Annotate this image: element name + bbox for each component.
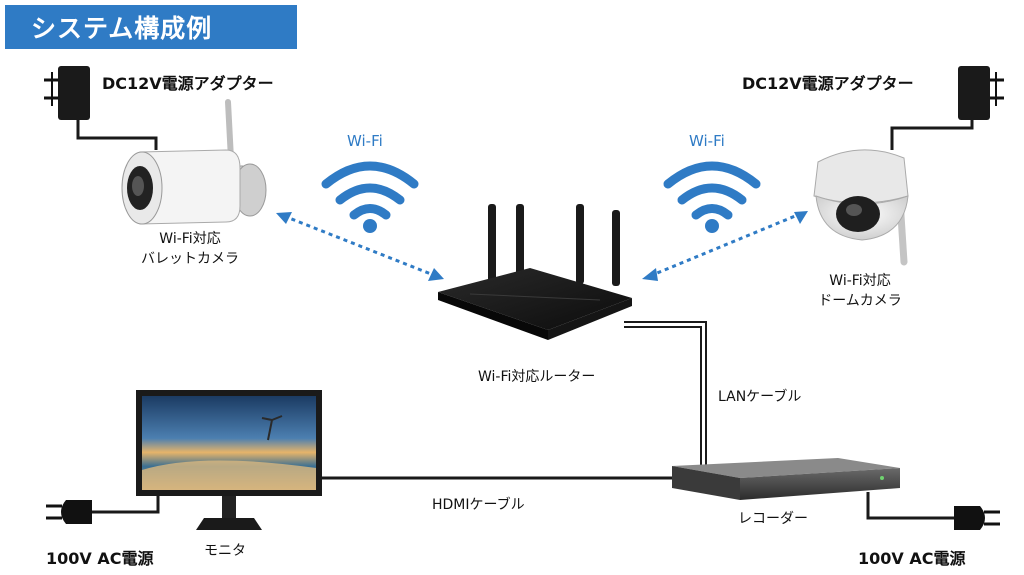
- wifi-icon: [321, 161, 419, 220]
- router-image: [438, 204, 632, 340]
- bullet-camera-label-line2: バレットカメラ: [141, 251, 239, 267]
- right-power-adapter: [958, 66, 1004, 120]
- lan-cable: [624, 321, 707, 468]
- ac-power-label-right: 100V AC電源: [858, 549, 966, 568]
- monitor-image: [136, 390, 322, 530]
- monitor-label: モニタ: [204, 543, 246, 559]
- dome-camera-label: Wi-Fi対応 ドームカメラ: [800, 270, 920, 310]
- ac-power-label-left: 100V AC電源: [46, 549, 154, 568]
- router-label: Wi-Fi対応ルーター: [478, 369, 596, 385]
- dc-adapter-label-left: DC12V電源アダプター: [102, 74, 274, 93]
- left-dc-cable: [76, 110, 158, 150]
- dome-camera-label-line2: ドームカメラ: [818, 293, 902, 309]
- wireless-link-right: [649, 212, 801, 278]
- wifi-icon: [663, 161, 761, 220]
- bullet-camera-image: [121, 99, 267, 225]
- hdmi-cable-label: HDMIケーブル: [432, 497, 525, 513]
- dome-camera-image: [813, 149, 909, 266]
- left-power-adapter: [44, 66, 90, 120]
- left-ac-plug: [46, 500, 92, 524]
- recorder-image: [672, 458, 900, 500]
- lan-cable-label: LANケーブル: [718, 389, 802, 405]
- right-ac-plug: [954, 506, 1000, 530]
- bullet-camera-label-line1: Wi-Fi対応: [159, 231, 221, 247]
- wifi-label-left: Wi-Fi: [347, 132, 383, 150]
- title-banner: システム構成例: [5, 5, 297, 49]
- page-title: システム構成例: [31, 14, 213, 43]
- wireless-link-left: [283, 214, 437, 278]
- dome-camera-label-line1: Wi-Fi対応: [829, 273, 891, 289]
- wifi-label-right: Wi-Fi: [689, 132, 725, 150]
- bullet-camera-label: Wi-Fi対応 バレットカメラ: [130, 228, 250, 268]
- right-ac-cable: [866, 492, 954, 520]
- dc-adapter-label-right: DC12V電源アダプター: [742, 74, 914, 93]
- recorder-label: レコーダー: [738, 511, 808, 527]
